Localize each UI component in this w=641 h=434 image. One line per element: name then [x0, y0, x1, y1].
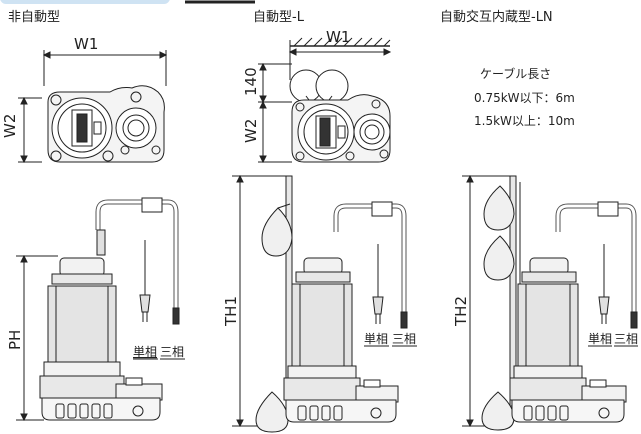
- title-automatic-l: 自動型-L: [253, 10, 305, 25]
- phase-single-c: 単相: [588, 332, 612, 346]
- title-automatic-ln: 自動交互内蔵型-LN: [440, 9, 553, 25]
- phase-single-a: 単相: [133, 345, 157, 359]
- dim-th1: TH1: [222, 296, 240, 327]
- side-view-b: [232, 174, 408, 433]
- cable-note-line1: 0.75kW以下：6m: [474, 91, 575, 105]
- side-view-a: [16, 197, 180, 422]
- side-view-c: [462, 174, 638, 431]
- phase-three-a: 三相: [160, 345, 184, 359]
- dim-w2-b: W2: [242, 119, 260, 143]
- dim-w1-b: W1: [326, 28, 350, 46]
- cable-note-line2: 1.5kW以上：10m: [474, 114, 575, 128]
- top-view-b: [258, 37, 392, 164]
- dim-th2: TH2: [452, 296, 470, 327]
- dim-w1-a: W1: [74, 35, 98, 53]
- top-view-a: [18, 50, 168, 164]
- phase-three-c: 三相: [614, 332, 638, 346]
- title-non-automatic: 非自動型: [8, 10, 60, 25]
- cable-note-title: ケーブル長さ: [480, 66, 551, 81]
- dim-w2-a: W2: [1, 114, 19, 138]
- dim-ph: PH: [6, 330, 24, 350]
- phase-single-b: 単相: [364, 332, 388, 346]
- header-tab: [0, 0, 170, 4]
- phase-three-b: 三相: [392, 332, 416, 346]
- dim-140: 140: [242, 67, 260, 96]
